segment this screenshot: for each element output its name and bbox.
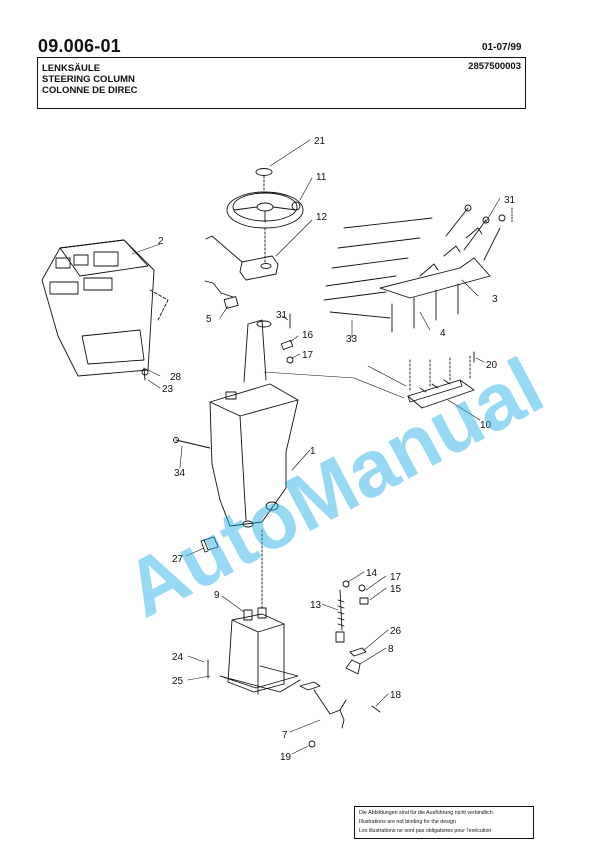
disclaimer-box: Die Abbildungen sind für die Ausführung … [354, 806, 534, 839]
combination-switch-part [205, 235, 279, 281]
callout-31: 31 [276, 310, 288, 321]
steering-wheel-part [226, 191, 304, 229]
callout-19: 19 [280, 752, 292, 763]
title-french: COLONNE DE DIREC [42, 85, 138, 96]
callout-27: 27 [172, 554, 184, 565]
part-number: 2857500003 [468, 61, 521, 72]
callout-16: 16 [302, 330, 314, 341]
callout-10: 10 [480, 420, 492, 431]
bolt-34-part [175, 439, 211, 449]
title-german: LENKSÄULE [42, 63, 101, 74]
spring-assembly-part [335, 580, 350, 643]
small-lever-part [204, 280, 234, 298]
callout-21: 21 [314, 136, 326, 147]
callout-24: 24 [172, 652, 184, 663]
title-english: STEERING COLUMN [42, 74, 135, 85]
disclaimer-english: Illustrations are not binding for the de… [359, 819, 456, 825]
disclaimer-french: Les illustrations ne sont pas obligatoir… [359, 828, 492, 834]
callout-26: 26 [390, 626, 402, 637]
callout-5: 5 [206, 314, 212, 325]
callout-33: 33 [346, 334, 358, 345]
pedal-part [299, 647, 367, 729]
callout-11: 11 [316, 172, 327, 183]
title-box: LENKSÄULE STEERING COLUMN COLONNE DE DIR… [37, 57, 526, 109]
callout-13: 13 [310, 600, 322, 611]
callout-17-lower: 17 [390, 572, 402, 583]
callout-17: 17 [302, 350, 314, 361]
callout-12: 12 [316, 212, 328, 223]
callout-3: 3 [492, 294, 498, 305]
callout-31-top: 31 [504, 195, 516, 206]
plug-part [203, 536, 219, 551]
rod-33-part [329, 311, 391, 319]
callout-2: 2 [158, 236, 164, 247]
horn-cap-part [255, 168, 273, 176]
callout-18: 18 [390, 690, 402, 701]
callout-20: 20 [486, 360, 498, 371]
control-valve-bank-part [323, 204, 506, 333]
watermark-text: AutoManual [111, 341, 557, 634]
dashboard-console-part [41, 239, 169, 377]
document-code: 09.006-01 [38, 36, 121, 56]
callout-23: 23 [162, 384, 174, 395]
callout-25: 25 [172, 676, 184, 687]
callout-34: 34 [174, 468, 186, 479]
callout-7: 7 [282, 730, 288, 741]
steering-column-housing-part [209, 319, 299, 528]
callout-14: 14 [366, 568, 378, 579]
document-date: 01-07/99 [482, 42, 522, 53]
callout-labels: 21 11 12 2 31 3 4 5 31 16 17 33 28 23 20… [158, 136, 516, 763]
disclaimer-german: Die Abbildungen sind für die Ausführung … [359, 810, 495, 816]
valve-block-part [407, 355, 475, 409]
pedestal-base-part [219, 607, 301, 695]
callout-28: 28 [170, 372, 182, 383]
callout-9: 9 [214, 590, 220, 601]
callout-1: 1 [310, 446, 316, 457]
callout-8: 8 [388, 644, 394, 655]
callout-15: 15 [390, 584, 402, 595]
callout-4: 4 [440, 328, 446, 339]
